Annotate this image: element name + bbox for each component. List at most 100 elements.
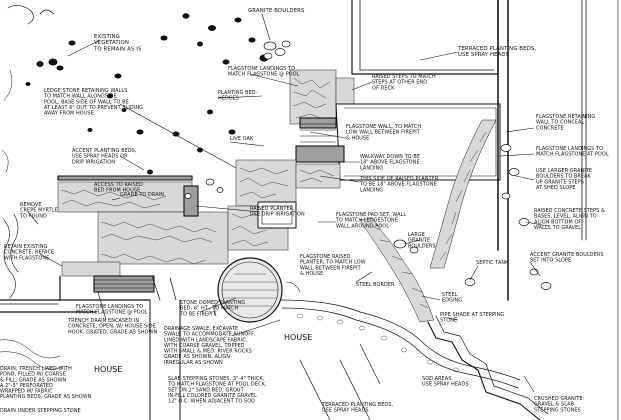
annotation-leaders (27, 13, 549, 393)
label-line: IRREGULAR AS SHOWN (164, 360, 223, 366)
label-slab-steps: SLAB STEPPING STONES, 3"-4" THICK,TO MAT… (167, 376, 267, 405)
label-line: LEDGE STONE RETAINING WALLS (44, 88, 127, 94)
label-house-center: HOUSE (284, 333, 312, 342)
stone-domed-planting-bed (214, 257, 301, 323)
label-line: LOW WALL BETWEEN FIREPIT (346, 130, 420, 136)
label-line: POND, FILLED W/ COARSE (0, 372, 66, 378)
label-line: GRANITE (408, 238, 430, 244)
label-raised-concrete: RAISED CONCRETE STEPS &BASES, LEVEL, ALI… (534, 208, 605, 231)
label-line: BOULDERS (408, 243, 436, 249)
label-line: TO MATCH LEDGESTONE (335, 218, 398, 224)
label-line: SOD AREAS (422, 376, 451, 382)
label-line: IN-FILL COLORED GRANITE GRAVEL (168, 393, 257, 399)
label-line: 18" ABOVE FLAGSTONE (360, 160, 420, 166)
label-line: REMOVE (20, 202, 42, 208)
granite-boulders-top (263, 40, 291, 60)
label-line: MATCH FLAGSTONE AT POOL (536, 152, 609, 158)
label-line: WALLS TO GRAVEL (534, 225, 581, 231)
existing-vegetation-area (1, 5, 269, 175)
upper-stone-stairs (289, 69, 355, 143)
label-line: LINED WITH LANDSCAPE FABRIC, (164, 337, 248, 343)
label-house-left: HOUSE (94, 365, 122, 374)
label-line: TO REMAIN AS IS (93, 46, 142, 52)
label-line: BASES, LEVEL, ALIGN TO (534, 214, 597, 220)
label-line: WRAPPED W/ FABRIC (0, 389, 53, 395)
label-line: WITH COARSE GRAVEL, TOPPED (164, 343, 245, 349)
label-line: LANDING (360, 187, 383, 193)
label-line: PIPE SHADE AT STEPPING (440, 312, 504, 318)
label-line: AWAY FROM HOUSE (44, 111, 94, 117)
label-line: USE SPRAY HEADS (458, 52, 510, 58)
label-line: CONCRETE, OPEN, W/ HOUSE SIDE (68, 324, 156, 330)
label-line: & HOUSE (346, 135, 369, 141)
label-line: WALL BETWEEN FIREPIT (300, 265, 361, 271)
label-line: UP GRANITE STEPS (536, 179, 584, 185)
label-line: USE SPRAY HEADS (322, 408, 369, 414)
label-line: MATCH FLAGSTONE @ POOL (228, 72, 300, 78)
label-granite-boulders: GRANITE BOULDERS (248, 8, 305, 14)
label-line: DRAINAGE SWALE, EXCAVATE (164, 326, 238, 332)
label-line: PLANTER, TO MATCH LOW (300, 260, 366, 266)
label-line: LIVE OAK (230, 136, 254, 142)
label-line: EXISTING (94, 34, 120, 40)
label-planting-bed-hedges: PLANTING BED-HEDGES (218, 90, 258, 102)
label-line: SEPTIC TANK (476, 260, 509, 266)
label-line: SLAB STEPPING STONES, 3"-4" THICK, (168, 376, 265, 382)
label-line: USE SPRAY HEADS OR (72, 154, 128, 160)
label-line: AT LEAST 6" OUT TO PREVENT SLIDING (44, 105, 143, 111)
label-line: ACCESS TO RAISED (94, 182, 143, 188)
granite-boulders-right (184, 144, 552, 290)
label-line: BED FROM HOUSE (94, 188, 140, 194)
middle-flagstone-plaza (57, 175, 297, 265)
label-line: HOUSE (284, 333, 312, 342)
label-line: TERRACED PLANTING BEDS, (457, 46, 536, 52)
label-line: GRANITE BOULDERS (248, 8, 305, 14)
label-steel-border: STEEL BORDER (356, 282, 395, 288)
label-line: HOUSE (94, 365, 122, 374)
label-line: GRADE TO DRAIN (120, 192, 164, 198)
label-line: FLAGSTONE LANDINGS TO (76, 304, 143, 310)
label-line: DRAIN, TRENCH LINED WITH (0, 366, 72, 372)
label-line: DRIP IRRIGATION (72, 159, 115, 165)
label-line: DRAIN UNDER STEPPING STONE (0, 408, 81, 414)
label-terraced-beds-bottom: TERRACED PLANTING BEDS,USE SPRAY HEADS (321, 402, 393, 414)
label-line: ACCENT GRANITE BOULDERS (530, 252, 604, 258)
label-line: LANDING (360, 165, 383, 171)
label-line: FLAGSTONE LANDINGS TO (536, 146, 603, 152)
label-line: RETAIN EXISTING (4, 244, 48, 250)
label-line: CONCRETE, REFACE (4, 250, 54, 256)
label-line: CREPE MYRTLE (20, 208, 58, 214)
label-line: MATCH FLAGSTONE @ POOL (76, 310, 148, 316)
label-line: STEPPING STONES (534, 407, 581, 413)
label-line: SET ON 2" SAND BED, GROUT (168, 387, 244, 393)
curved-stone-walkway (359, 119, 497, 323)
pool-house-outline (351, 0, 619, 420)
label-line: RAISED CONCRETE STEPS & (534, 208, 605, 214)
label-line: USE DRIP IRRIGATION (250, 212, 305, 218)
label-line: STONE DOMED PLANTING (180, 300, 245, 306)
label-line: A 2"-3" PERFORATED (0, 383, 53, 389)
label-line: LARGE (408, 232, 425, 238)
label-line: ACCENT PLANTING BEDS, (72, 148, 137, 154)
label-line: WITH SMALL & MED. RIVER ROCKS (164, 349, 252, 355)
